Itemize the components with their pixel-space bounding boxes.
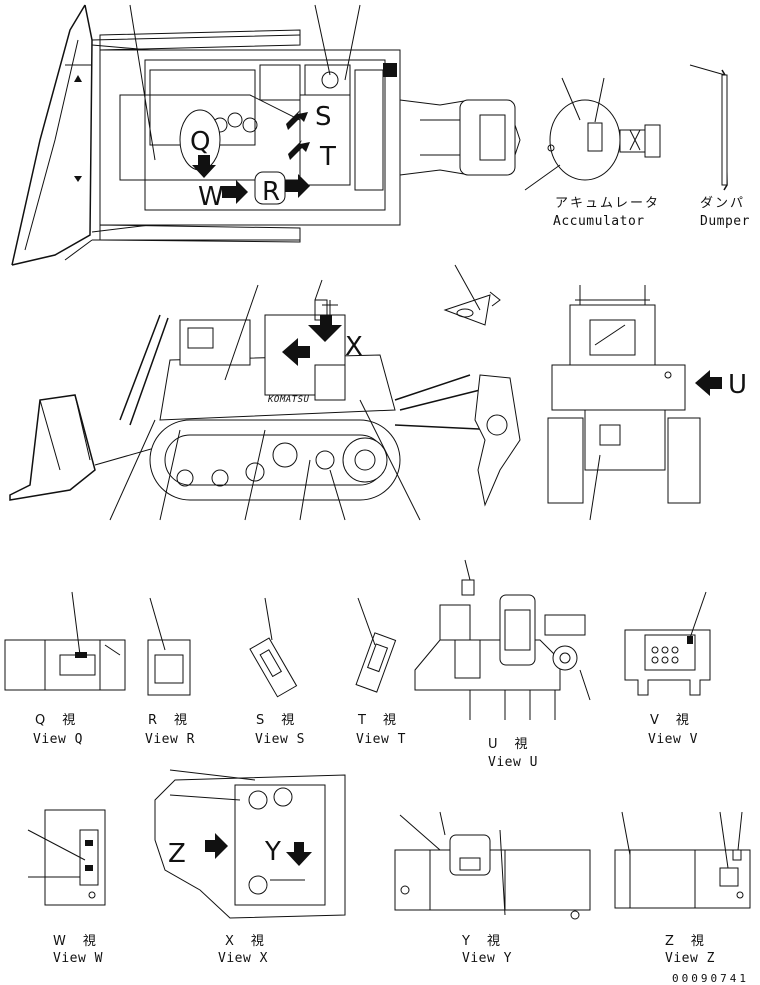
view-w-en: View W	[53, 951, 103, 966]
view-t-en: View T	[356, 732, 406, 747]
dumper-label-jp: ダンパ	[700, 196, 745, 211]
view-v-en: View V	[648, 732, 698, 747]
view-r-en: View R	[145, 732, 195, 747]
view-v-jp: V 視	[650, 713, 691, 728]
view-x-jp: X 視	[225, 934, 266, 949]
view-t-jp: T 視	[357, 713, 398, 728]
dumper-label-en: Dumper	[700, 214, 750, 229]
view-u-en: View U	[488, 755, 538, 770]
view-w: W 視 View W	[27, 809, 106, 966]
part-number: 00090741	[672, 972, 749, 985]
view-s: S 視 View S	[249, 597, 305, 747]
accumulator-label-jp: アキュムレータ	[555, 196, 660, 211]
marker-q: Q	[190, 127, 210, 157]
marker-w: W	[198, 182, 224, 212]
top-view-dozer: S T Q W R	[11, 4, 521, 266]
view-z-jp: Z 視	[665, 934, 706, 949]
accumulator-detail: アキュムレータ Accumulator	[524, 77, 661, 229]
marker-t: T	[319, 142, 336, 172]
marker-x-side: X	[345, 332, 363, 362]
marker-z: Z	[168, 839, 186, 869]
view-y-en: View Y	[462, 951, 512, 966]
view-u: U 視 View U	[414, 559, 591, 770]
view-y-jp: Y 視	[461, 934, 502, 949]
view-u-jp: U 視	[488, 737, 530, 752]
view-z: Z 視 View Z	[614, 811, 751, 966]
marker-y: Y	[264, 837, 281, 867]
marker-u: U	[728, 370, 747, 400]
brand-logo: KOMATSU	[267, 395, 310, 405]
view-v: V 視 View V	[624, 591, 711, 747]
view-z-en: View Z	[665, 951, 715, 966]
view-x: Z Y X 視 View X	[154, 769, 346, 966]
dumper-detail: ダンパ Dumper	[689, 64, 750, 229]
view-q-jp: Q 視	[35, 713, 77, 728]
marker-s: S	[315, 102, 332, 132]
view-s-en: View S	[255, 732, 305, 747]
view-t: T 視 View T	[355, 597, 406, 747]
view-q: Q 視 View Q	[4, 591, 126, 747]
view-q-en: View Q	[33, 732, 83, 747]
view-r: R 視 View R	[145, 597, 195, 747]
view-r-jp: R 視	[148, 713, 189, 728]
view-s-jp: S 視	[256, 713, 296, 728]
view-y: Y 視 View Y	[394, 811, 591, 966]
accumulator-label-en: Accumulator	[553, 214, 645, 229]
side-view-dozer: X KOMATSU	[9, 264, 521, 521]
view-x-en: View X	[218, 951, 268, 966]
marker-r: R	[262, 177, 280, 207]
view-w-jp: W 視	[53, 934, 98, 949]
rear-view-dozer: U	[547, 285, 747, 521]
